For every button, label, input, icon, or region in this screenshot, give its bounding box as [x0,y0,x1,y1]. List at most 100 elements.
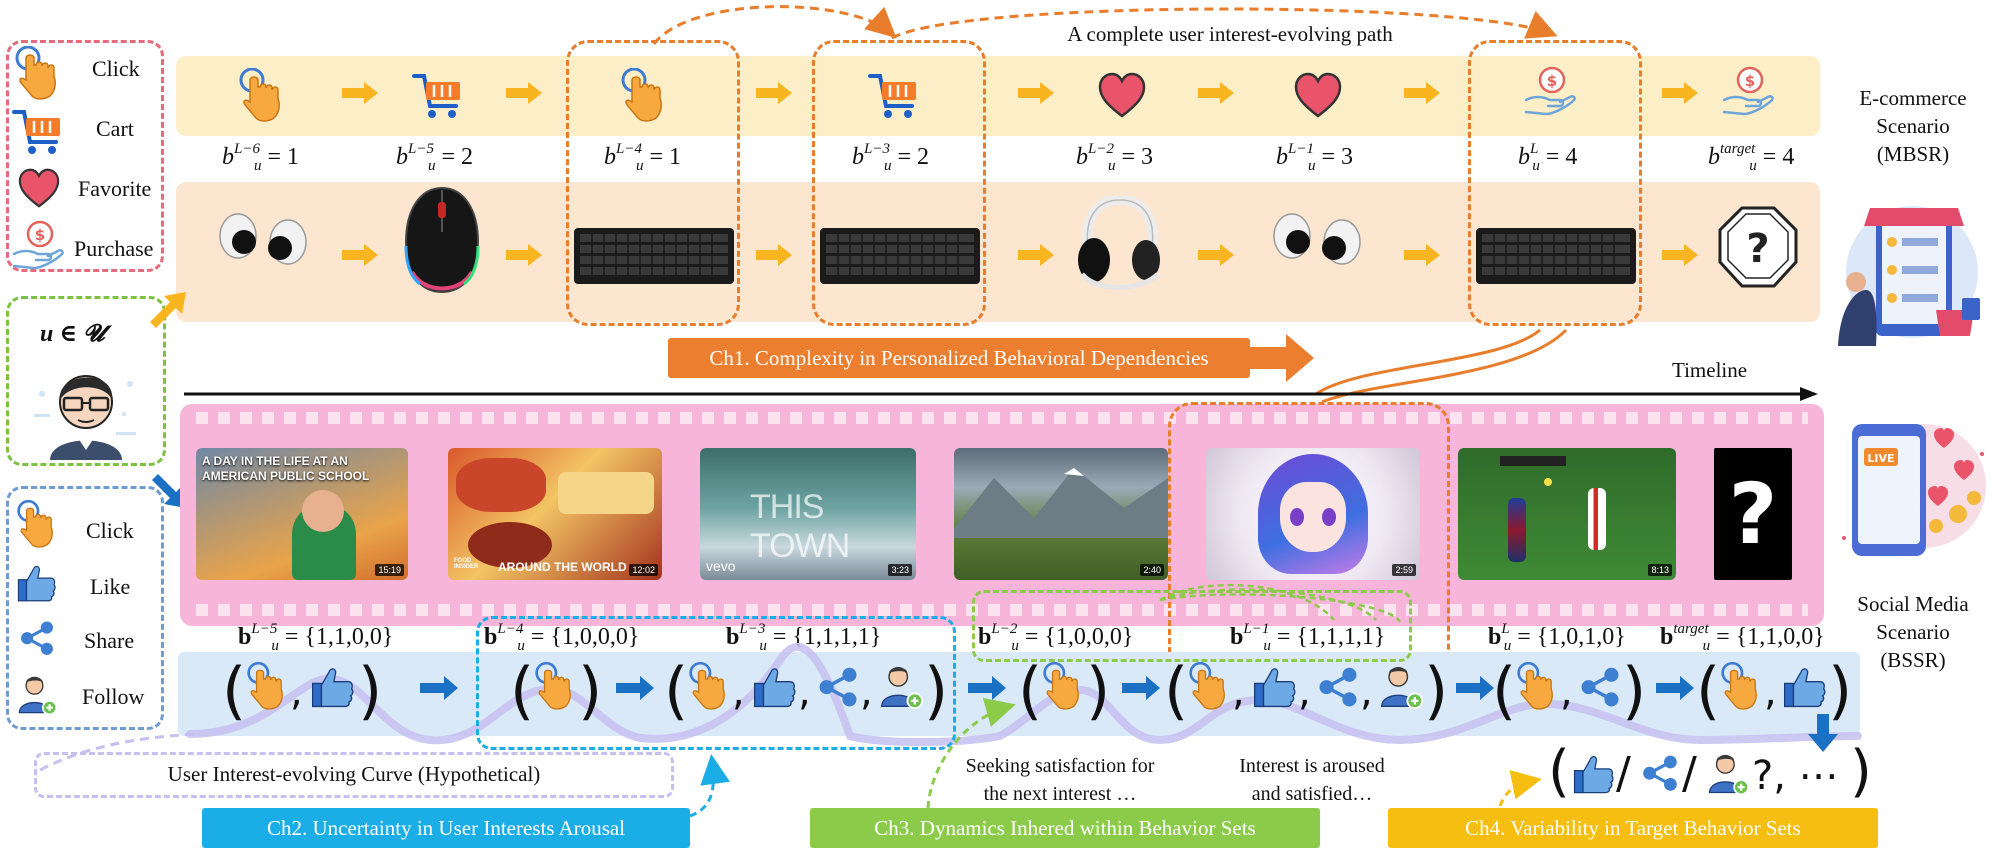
close-paren: ) [1622,654,1647,727]
legend-label: Purchase [74,236,154,261]
ch3-banner: Ch3. Dynamics Inhered within Behavior Se… [810,808,1320,848]
user-box [6,296,166,466]
legend-label: Follow [82,684,145,709]
comma: , [860,669,873,715]
food-dish [468,522,552,568]
ch2-banner: Ch2. Uncertainty in User Interests Arous… [202,808,690,848]
legend-label: Favorite [78,176,152,201]
comma: , [732,669,745,715]
open-paren: ( [1696,654,1721,727]
video-brand: FOOD INSIDER [454,558,479,570]
uncertainty-box [476,616,956,750]
legend-label: Click [92,56,140,81]
seek-line-1: Seeking satisfaction for [965,755,1155,777]
video-duration: 8:13 [1648,564,1672,576]
arouse-line-1: Interest is aroused [1239,755,1385,777]
close-paren: ) [578,654,603,727]
seek-line-2: the next interest … [983,783,1137,805]
bottom-seq-label: bLu = {1,0,1,0} [1488,621,1626,654]
target-down-arrow [1808,714,1838,752]
scenario-line: Scenario [1876,620,1950,644]
curve-label-box [34,752,674,798]
timeline-axis [184,387,1818,401]
ecom-dependency-box [1468,40,1642,326]
user-avatar [34,375,136,460]
video-brand: vevo [706,558,736,574]
video-title: AROUND THE WORLD [498,560,627,574]
video-duration: 15:19 [375,564,404,576]
live-stream-phone-illustration: LIVE [1842,424,1986,556]
comma: , [1360,669,1373,715]
behavior-set-dynamics-box [972,590,1412,662]
target-tail: ?, ⋯ [1752,753,1839,799]
video-thumbnail[interactable]: THIS TOWN vevo 3:23 [700,448,916,580]
comma: , [798,669,811,715]
legend-label: Like [90,574,131,599]
video-title: A DAY IN THE LIFE AT AN AMERICAN PUBLIC … [202,454,370,483]
top-seq-label: bL−1u = 3 [1276,141,1354,174]
video-thumbnail[interactable]: 2:59 [1206,448,1420,580]
video-duration: 2:59 [1392,564,1416,576]
bottom-seq-label: bL−4u = {1,0,0,0} [484,621,640,654]
food-dish [456,458,546,512]
ecom-legend-box [6,40,164,272]
user-to-social-arrow [152,474,186,508]
ch1-arrow [1248,334,1314,382]
video-thumbnail[interactable]: FOOD INSIDER AROUND THE WORLD 12:02 [448,448,662,580]
scoreboard [1500,456,1566,466]
person-head [302,490,344,532]
bottom-seq-label: btargetu = {1,1,0,0} [1660,621,1825,654]
curve-label: User Interest-evolving Curve (Hypothetic… [167,762,541,786]
player-figure [1508,498,1526,562]
scenario-line: Scenario [1876,114,1950,138]
user-to-ecom-arrow [150,292,186,328]
open-paren: ( [222,654,247,727]
seek-annotation: Seeking satisfaction for the next intere… [940,752,1180,808]
film-perforation-bottom [196,604,1808,616]
bottom-seq-label: bL−1u = {1,1,1,1} [1230,621,1386,654]
player-figure [1588,488,1606,550]
open-paren: ( [510,654,535,727]
scenario-line: (BSSR) [1880,648,1946,672]
close-paren: ) [924,654,949,727]
mountain-shape [954,468,1168,538]
ch4-banner: Ch4. Variability in Target Behavior Sets [1388,808,1878,848]
video-duration: 3:23 [888,564,912,576]
svg-text:?: ? [1746,226,1769,272]
top-seq-label: bL−3u = 2 [852,141,930,174]
open-paren: ( [1492,654,1517,727]
video-duration: 2:40 [1140,564,1164,576]
social-legend-box [6,486,164,730]
top-seq-label: bL−5u = 2 [396,141,474,174]
video-thumbnail[interactable]: 8:13 [1458,448,1676,580]
close-paren: ) [358,654,383,727]
comma: , [290,669,303,715]
video-title: THIS TOWN [750,488,850,565]
video-thumbnail[interactable]: A DAY IN THE LIFE AT AN AMERICAN PUBLIC … [196,448,408,580]
legend-label: Cart [96,116,134,141]
online-store-illustration [1838,206,1980,346]
ball [1544,478,1552,486]
scenario-line: (MBSR) [1876,142,1950,166]
anime-eye [1290,508,1304,526]
question-mark: ? [1728,465,1778,563]
video-thumbnail[interactable]: 2:40 [954,448,1168,580]
live-badge: LIVE [1867,452,1894,465]
comma: , [1298,669,1311,715]
close-paren: ) [1086,654,1111,727]
open-paren: ( [1164,654,1189,727]
video-duration: 12:02 [629,564,658,576]
open-paren: ( [664,654,689,727]
film-perforation-top [196,412,1808,424]
arouse-annotation: Interest is aroused and satisfied… [1212,752,1412,808]
video-thumbnail-unknown[interactable]: ? [1714,448,1792,580]
close-paren: ) [1424,654,1449,727]
scenario-line: Social Media [1857,592,1969,616]
timeline-label: Timeline [1672,358,1748,382]
legend-label: Share [84,628,135,653]
top-seq-label: btargetu = 4 [1708,141,1795,174]
